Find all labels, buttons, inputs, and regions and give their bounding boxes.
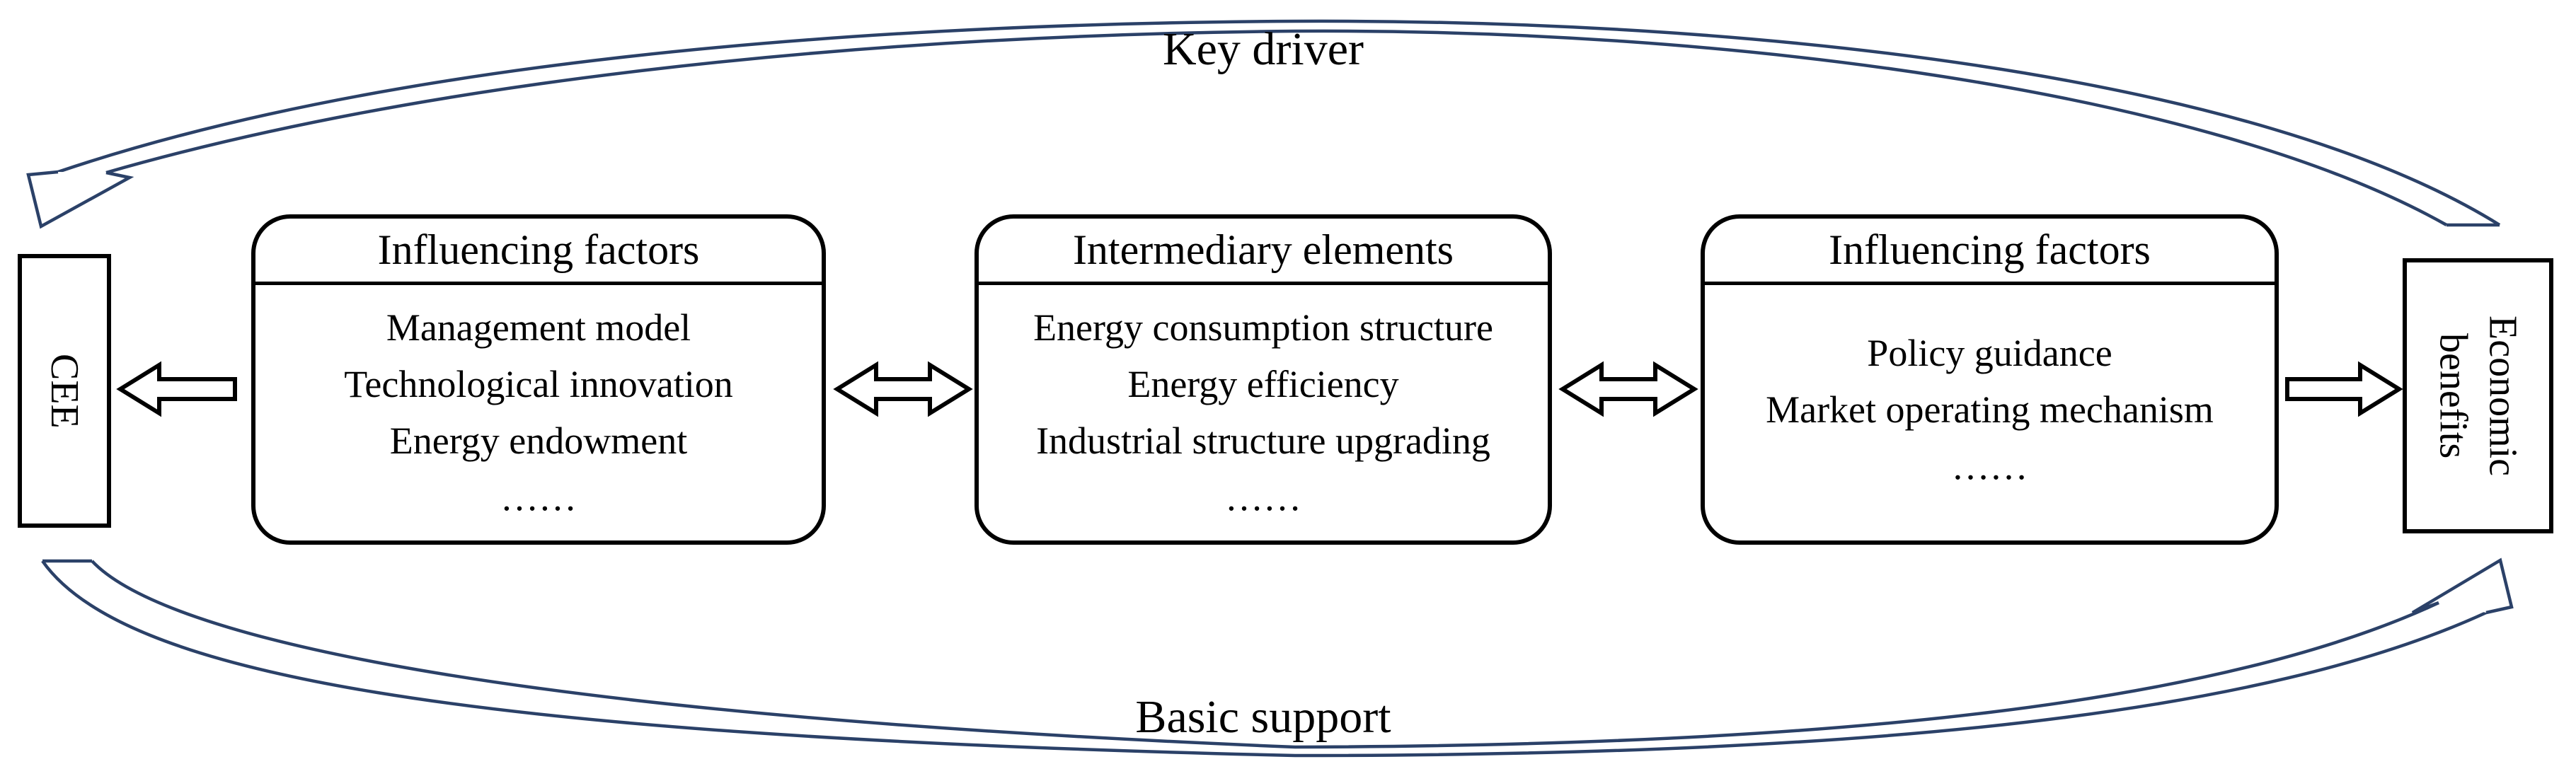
right-arrow-icon xyxy=(2285,361,2403,417)
box-title: Influencing factors xyxy=(1705,219,2275,285)
cee-node: CEE xyxy=(18,254,111,528)
box-title: Intermediary elements xyxy=(979,219,1548,285)
basic-support-label: Basic support xyxy=(1135,691,1391,743)
influencing-factors-box-right: Influencing factors Policy guidance Mark… xyxy=(1701,214,2279,545)
double-arrow-2-icon xyxy=(1558,361,1698,417)
box-item: Energy consumption structure xyxy=(1033,306,1493,349)
basic-support-arc-upper-edge xyxy=(91,560,2439,749)
ellipsis: …… xyxy=(1225,476,1301,519)
box-items: Policy guidance Market operating mechani… xyxy=(1705,285,2275,494)
basic-support-arrowhead-icon xyxy=(2411,557,2514,615)
key-driver-label: Key driver xyxy=(1162,23,1364,75)
box-item: Management model xyxy=(386,306,691,349)
box-item: Policy guidance xyxy=(1867,332,2112,374)
left-arrow-icon xyxy=(116,361,237,417)
economic-benefits-line1: Economic xyxy=(2480,315,2525,477)
basic-support-arc-lower-edge xyxy=(41,560,2487,758)
double-arrow-1-icon xyxy=(833,361,973,417)
economic-benefits-label: Economic benefits xyxy=(2429,316,2528,476)
box-item: Market operating mechanism xyxy=(1766,388,2214,431)
box-items: Energy consumption structure Energy effi… xyxy=(979,285,1548,526)
box-item: Energy endowment xyxy=(389,420,688,462)
intermediary-elements-box: Intermediary elements Energy consumption… xyxy=(974,214,1552,545)
ellipsis: …… xyxy=(1951,445,2028,487)
key-driver-arrowhead-icon xyxy=(26,170,134,229)
ellipsis: …… xyxy=(500,476,577,519)
box-item: Industrial structure upgrading xyxy=(1036,420,1490,462)
economic-benefits-line2: benefits xyxy=(2431,332,2476,459)
influencing-factors-box-left: Influencing factors Management model Tec… xyxy=(251,214,826,545)
basic-support-curved-arrow xyxy=(41,557,2514,758)
economic-benefits-node: Economic benefits xyxy=(2403,258,2553,533)
key-driver-arc-upper-edge xyxy=(57,19,2501,226)
box-item: Technological innovation xyxy=(344,363,733,405)
box-title: Influencing factors xyxy=(255,219,822,285)
key-driver-curved-arrow xyxy=(26,19,2501,229)
box-items: Management model Technological innovatio… xyxy=(255,285,822,526)
key-driver-arc-lower-edge xyxy=(105,29,2448,226)
cee-node-label: CEE xyxy=(42,353,86,429)
box-item: Energy efficiency xyxy=(1127,363,1399,405)
